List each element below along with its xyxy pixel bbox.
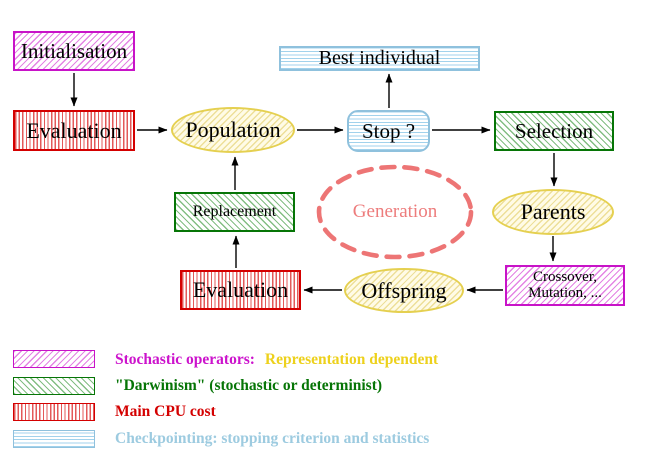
legend-label-main-cpu-cost: Main CPU cost (115, 403, 216, 420)
selection-box: Selection (494, 111, 614, 151)
legend-swatch-checkpointing (13, 430, 95, 448)
legend-row-main-cpu-cost: Main CPU cost (115, 402, 216, 420)
legend-swatch-darwinism (13, 377, 95, 395)
legend-label-stochastic-operators: Stochastic operators: (115, 351, 255, 368)
crossover-line2: Mutation, ... (528, 284, 602, 301)
generation-label: Generation (352, 201, 438, 222)
crossover-line1: Crossover, (533, 268, 597, 285)
legend-label-representation-dependent: Representation dependent (264, 351, 439, 368)
offspring-ellipse: Offspring (344, 268, 464, 313)
crossover-mutation-label: Crossover, Mutation, ... (528, 268, 602, 302)
stop-box: Stop ? (347, 110, 430, 152)
legend-label-checkpointing: Checkpointing: stopping criterion and st… (115, 430, 430, 447)
population-ellipse: Population (171, 107, 295, 153)
legend-swatch-main-cpu-cost (13, 403, 95, 421)
legend-row-checkpointing: Checkpointing: stopping criterion and st… (115, 429, 429, 447)
legend-swatch-stochastic-operators (13, 350, 95, 368)
crossover-mutation-box: Crossover, Mutation, ... (505, 265, 625, 306)
initialisation-box: Initialisation (13, 31, 135, 71)
legend-row-darwinism: "Darwinism" (stochastic or determinist) (115, 376, 382, 394)
legend-label-darwinism: "Darwinism" (stochastic or determinist) (115, 377, 383, 394)
best-individual-box: Best individual (279, 46, 480, 71)
parents-ellipse: Parents (492, 189, 614, 235)
evaluation-bottom-box: Evaluation (180, 270, 301, 310)
evaluation-top-box: Evaluation (13, 110, 135, 151)
replacement-box: Replacement (174, 192, 295, 232)
legend-row-stochastic-operators: Stochastic operators: Representation depe… (115, 350, 438, 368)
